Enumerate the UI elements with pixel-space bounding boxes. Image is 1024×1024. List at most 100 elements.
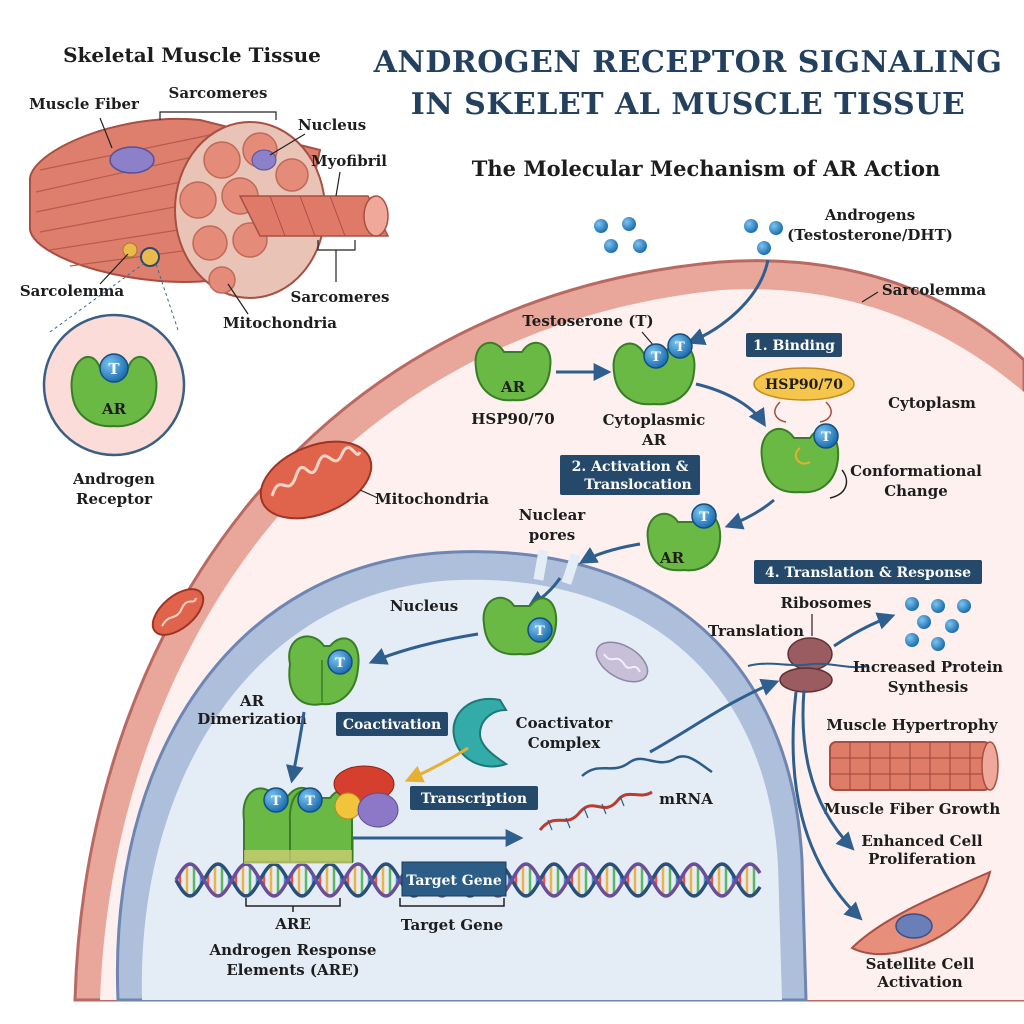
title-line-2: IN SKELET AL MUSCLE TISSUE xyxy=(411,87,965,122)
ar-inset-shape xyxy=(70,355,158,428)
testosterone-ball xyxy=(263,787,289,813)
ribosome xyxy=(747,637,869,693)
arrow-to-dimer xyxy=(368,632,479,665)
satellite-label-2: Activation xyxy=(876,973,962,991)
label-sarcomeres-bottom: Sarcomeres xyxy=(291,288,390,306)
arrow-to-dna xyxy=(285,711,306,784)
proliferation-label-2: Proliferation xyxy=(868,850,976,868)
testosterone-label: Testoserone (T) xyxy=(522,312,653,330)
mitochondrion-ghost xyxy=(595,641,649,683)
t-label-4: T xyxy=(699,510,709,525)
coactivator-arrow xyxy=(404,746,469,783)
testosterone-ball xyxy=(99,353,129,383)
muscle-fiber-growth-icon xyxy=(829,741,999,791)
hsp-bubble-label: HSP90/70 xyxy=(765,377,843,393)
androgen-entry-arrow xyxy=(686,259,770,346)
testosterone-ball xyxy=(813,423,839,449)
label-sarcolemma-tissue: Sarcolemma xyxy=(20,282,125,300)
translocating-ar-label: AR xyxy=(659,549,685,567)
mrna-strand xyxy=(538,790,653,831)
mrna-export-arrow xyxy=(649,678,780,754)
target-gene-box xyxy=(401,861,507,897)
arrow-to-pore xyxy=(578,542,641,564)
cytoplasmic-label-1: Cytoplasmic xyxy=(603,411,706,429)
t-label-6: T xyxy=(335,656,345,671)
step-2-label-2: Translocation xyxy=(584,477,691,493)
coactivation-label: Coactivation xyxy=(343,717,441,733)
testosterone-ball xyxy=(297,787,323,813)
inset-ar-label: AR xyxy=(101,400,127,418)
label-muscle-fiber: Muscle Fiber xyxy=(29,95,140,113)
androgen-molecules xyxy=(594,217,783,255)
testosterone-ball xyxy=(643,343,669,369)
myofibril xyxy=(238,195,390,237)
mrna-label: mRNA xyxy=(659,790,713,808)
label-mitochondria-tissue: Mitochondria xyxy=(223,314,337,332)
receptor-label-2: Receptor xyxy=(76,490,153,508)
protein-label-2: Synthesis xyxy=(888,678,968,696)
t-label-5: T xyxy=(535,624,545,639)
coactivator-label-2: Complex xyxy=(528,734,602,752)
zoom-circle xyxy=(140,247,160,267)
conformational-label-1: Conformational xyxy=(850,462,982,480)
arrow-to-protein xyxy=(833,612,896,648)
translation-label: Translation xyxy=(708,622,804,640)
cytoplasmic-ar xyxy=(612,342,696,406)
are-full-line-2: Elements (ARE) xyxy=(226,961,359,979)
satellite-cell-icon xyxy=(850,870,992,956)
nucleus-label: Nucleus xyxy=(390,597,458,615)
testosterone-ball xyxy=(691,503,717,529)
mrna-strand-2 xyxy=(581,755,713,777)
cytoplasm-label: Cytoplasm xyxy=(888,394,976,412)
muscle-fiber-illustration xyxy=(29,117,390,299)
mitochondria-label: Mitochondria xyxy=(375,490,489,508)
nuclear-pores-label-2: pores xyxy=(529,526,575,544)
mitochondrion xyxy=(259,440,373,520)
protein-label-1: Increased Protein xyxy=(853,658,1003,676)
t-label-2: T xyxy=(675,340,685,355)
muscle-nucleus xyxy=(109,146,155,174)
androgens-label-1: Androgens xyxy=(824,206,915,224)
step-1-label: 1. Binding xyxy=(753,338,835,354)
arrow-to-satellite xyxy=(791,691,863,921)
cytoplasmic-label-2: AR xyxy=(641,431,667,449)
t-label-7: T xyxy=(271,794,281,809)
t-label-8: T xyxy=(305,794,315,809)
fiber-growth-label: Muscle Fiber Growth xyxy=(824,800,1001,818)
step-2-label-1: 2. Activation & xyxy=(572,459,689,475)
transcription-label: Transcription xyxy=(421,791,527,807)
step-4-label: 4. Translation & Response xyxy=(765,565,971,581)
mitochondrion-small xyxy=(151,588,205,636)
coactivation-box xyxy=(336,712,448,736)
inset-t-label: T xyxy=(108,360,120,378)
step-4-box xyxy=(754,560,982,584)
hypertrophy-label: Muscle Hypertrophy xyxy=(826,716,999,734)
testosterone-ball xyxy=(667,333,693,359)
coactivator-complex xyxy=(333,765,399,828)
step-2-box xyxy=(560,455,700,495)
dimerization-label-1: AR xyxy=(239,692,265,710)
title-line-1: ANDROGEN RECEPTOR SIGNALING xyxy=(373,45,1003,80)
step-1-box xyxy=(746,333,842,357)
are-label: ARE xyxy=(274,915,311,933)
ribosomes-label: Ribosomes xyxy=(781,594,872,612)
coactivator-label-1: Coactivator xyxy=(516,714,614,732)
ar-label-hsp: AR xyxy=(500,378,526,396)
testosterone-ball xyxy=(327,649,353,675)
dimerization-label-2: Dimerization xyxy=(197,710,307,728)
label-myofibril: Myofibril xyxy=(311,152,387,170)
tissue-heading: Skeletal Muscle Tissue xyxy=(63,43,321,67)
protein-molecules xyxy=(905,597,971,651)
sarcolemma-label: Sarcolemma xyxy=(882,281,987,299)
transcription-box xyxy=(410,786,538,810)
satellite-label-1: Satellite Cell xyxy=(866,955,975,973)
receptor-label-1: Androgen xyxy=(72,470,155,488)
hsp-bubble xyxy=(753,367,855,401)
arrow-to-conformational xyxy=(695,382,766,428)
t-label-1: T xyxy=(651,350,661,365)
target-gene-bracket xyxy=(399,898,505,907)
proliferation-label-1: Enhanced Cell xyxy=(861,832,982,850)
ar-hsp-complex xyxy=(474,341,552,402)
label-sarcomeres-top: Sarcomeres xyxy=(169,84,268,102)
arrow-to-translocating-ar xyxy=(724,498,775,530)
